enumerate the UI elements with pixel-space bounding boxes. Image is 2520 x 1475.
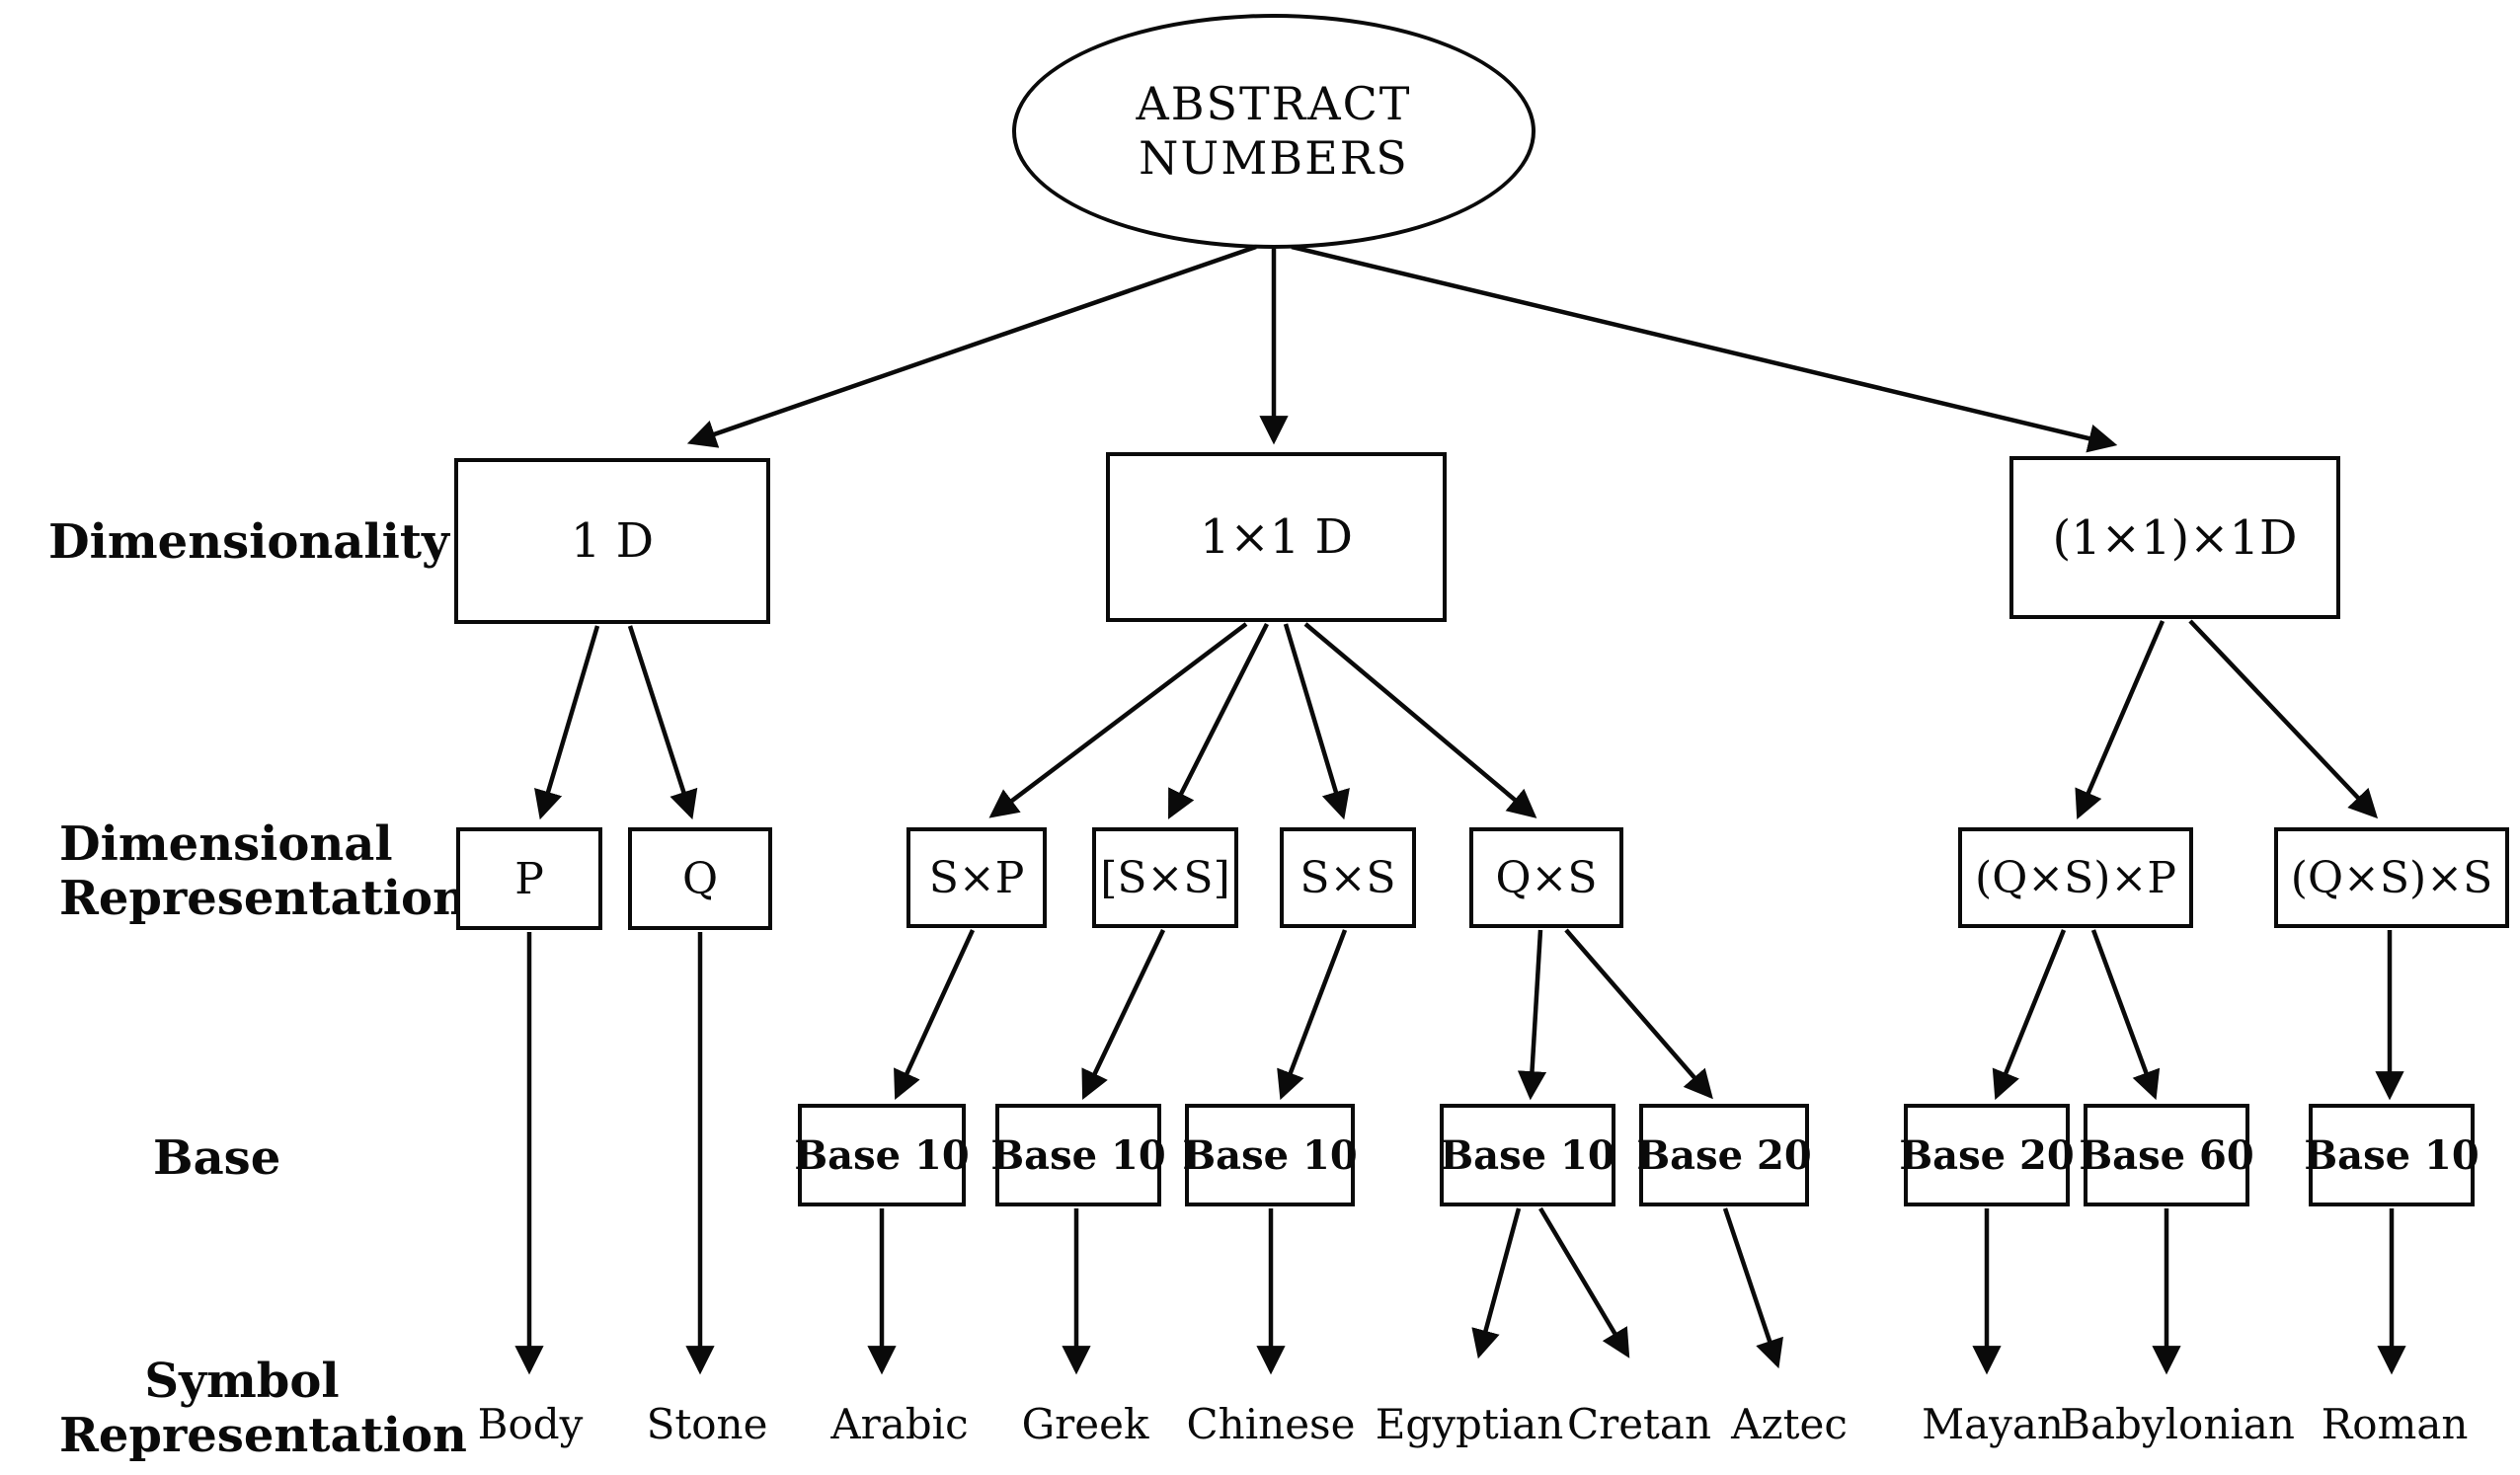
root-node-abstract-numbers: ABSTRACT NUMBERS bbox=[1012, 14, 1536, 249]
row-label-base: Base bbox=[153, 1130, 281, 1186]
base-node-under-sxs-bracketed: Base 10 bbox=[990, 1104, 1166, 1206]
symbol-label-stone: Stone bbox=[646, 1400, 768, 1448]
base-node-under-qxs-base20: Base 20 bbox=[1636, 1104, 1812, 1206]
row-label-dimensional-representation: Dimensional Representation bbox=[59, 816, 467, 927]
node-q: Q bbox=[628, 827, 772, 930]
row-label-symbol-representation: Symbol Representation bbox=[59, 1354, 467, 1464]
row-label-dimensionality: Dimensionality bbox=[48, 514, 449, 570]
row-label-dimensional-representation-line2: Representation bbox=[59, 871, 467, 927]
base-node-under-sxs: Base 10 bbox=[1182, 1104, 1358, 1206]
symbol-label-arabic: Arabic bbox=[830, 1400, 969, 1448]
symbol-label-chinese: Chinese bbox=[1186, 1400, 1356, 1448]
node-1x1x1-d: (1×1)×1D bbox=[2009, 456, 2340, 619]
node-1x1-d: 1×1 D bbox=[1106, 452, 1447, 622]
symbol-label-roman: Roman bbox=[2321, 1400, 2469, 1448]
root-label-line1: ABSTRACT bbox=[1136, 76, 1412, 130]
node-sxs-bracketed: [S×S] bbox=[1092, 827, 1238, 928]
symbol-label-babylonian: Babylonian bbox=[2060, 1400, 2295, 1448]
base-node-under-qxsxs-base10: Base 10 bbox=[2304, 1104, 2480, 1206]
node-qxs-x-s: (Q×S)×S bbox=[2274, 827, 2509, 928]
symbol-label-egyptian: Egyptian bbox=[1375, 1400, 1564, 1448]
base-node-under-qxsxp-base60: Base 60 bbox=[2079, 1104, 2254, 1206]
symbol-label-body: Body bbox=[477, 1400, 584, 1448]
base-node-under-sxp: Base 10 bbox=[794, 1104, 970, 1206]
node-qxs-x-p: (Q×S)×P bbox=[1958, 827, 2193, 928]
symbol-label-cretan: Cretan bbox=[1566, 1400, 1712, 1448]
row-label-dimensional-representation-line1: Dimensional bbox=[59, 816, 393, 872]
base-node-under-qxsxp-base20: Base 20 bbox=[1899, 1104, 2075, 1206]
node-sxp: S×P bbox=[906, 827, 1047, 928]
node-qxs: Q×S bbox=[1469, 827, 1623, 928]
symbol-label-aztec: Aztec bbox=[1731, 1400, 1848, 1448]
row-label-symbol-representation-line1: Symbol bbox=[144, 1354, 340, 1409]
node-p: P bbox=[456, 827, 602, 930]
base-node-under-qxs-base10: Base 10 bbox=[1440, 1104, 1615, 1206]
node-sxs: S×S bbox=[1280, 827, 1416, 928]
symbol-label-greek: Greek bbox=[1021, 1400, 1149, 1448]
symbol-label-mayan: Mayan bbox=[1922, 1400, 2064, 1448]
node-1d: 1 D bbox=[454, 458, 770, 624]
root-label-line2: NUMBERS bbox=[1139, 131, 1409, 185]
row-label-symbol-representation-line2: Representation bbox=[59, 1408, 467, 1464]
